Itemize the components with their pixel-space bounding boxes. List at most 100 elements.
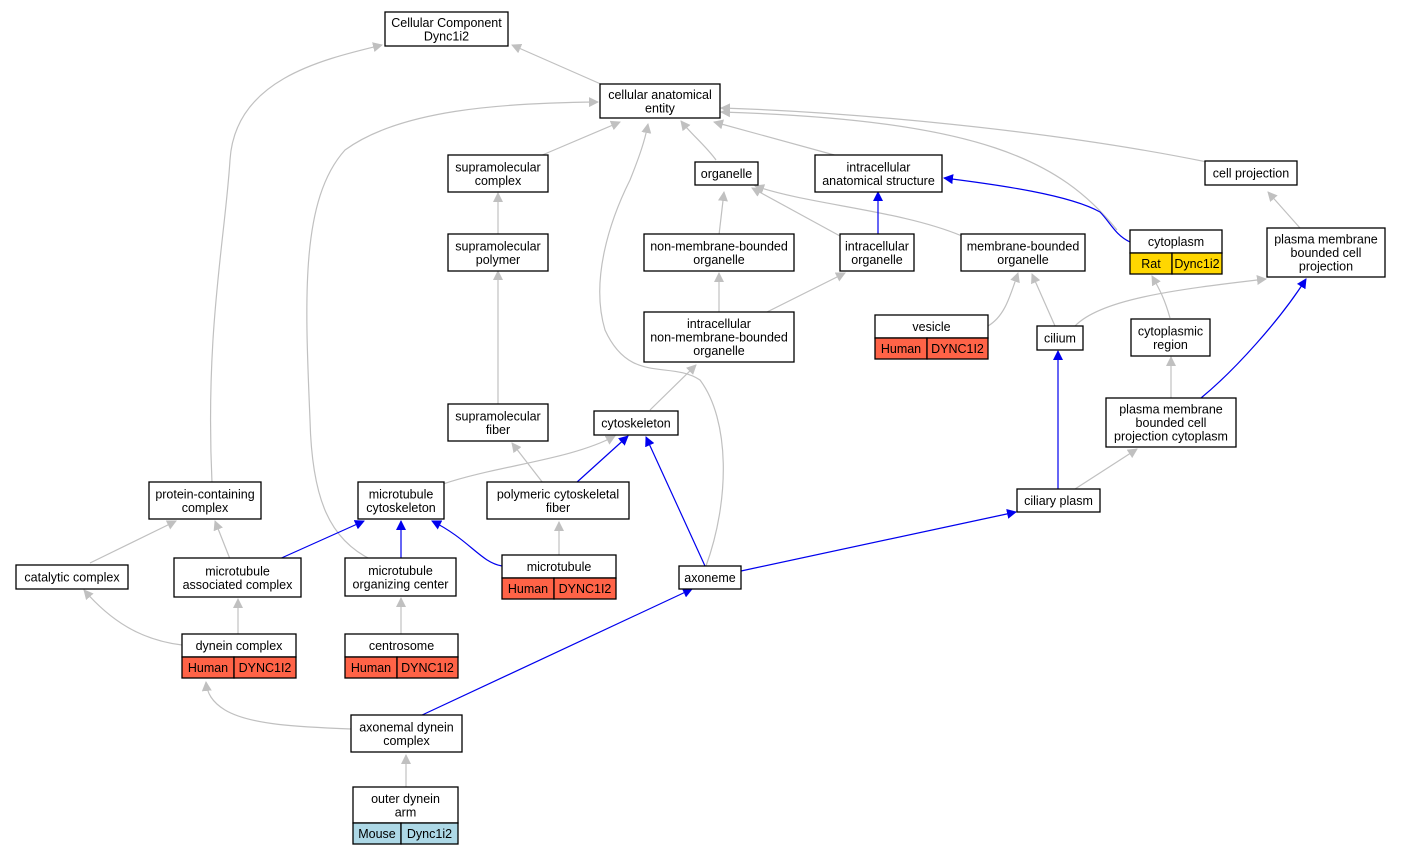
term-label-line: intracellular — [845, 239, 909, 253]
edge-ias-cae — [713, 119, 839, 157]
edge-cae-cc — [511, 44, 604, 86]
edge-mac-mtc — [276, 520, 365, 561]
term-node-inmbo[interactable]: intracellularnon-membrane-boundedorganel… — [643, 311, 795, 363]
term-label-line: intracellular — [687, 317, 751, 331]
edge-org-cae — [680, 120, 717, 161]
term-label-line: organelle — [997, 253, 1048, 267]
edge-layer — [83, 42, 1307, 787]
edge-cpl-pmbcpc — [1074, 448, 1138, 490]
species-label: Human — [881, 342, 921, 356]
term-box — [357, 481, 445, 520]
edge-axo-csk — [645, 436, 706, 567]
term-label-line: ciliary plasm — [1024, 494, 1093, 508]
term-box — [1016, 488, 1101, 513]
edge-mac-pcc — [213, 520, 231, 560]
term-node-org[interactable]: organelle — [694, 161, 759, 186]
edge-smc-cae — [539, 120, 621, 157]
term-label-line: complex — [182, 501, 229, 515]
term-label-line: organizing center — [353, 577, 449, 591]
edge-pcc-cc — [209, 42, 383, 484]
edge-cyt-cae — [720, 107, 1118, 231]
term-node-cpj[interactable]: cell projection — [1204, 160, 1298, 186]
gene-symbol-cell — [553, 577, 617, 600]
term-box — [1204, 160, 1298, 186]
term-label-line: plasma membrane — [1274, 233, 1378, 247]
term-label-line: cell projection — [1213, 167, 1289, 181]
gene-symbol-cell — [400, 822, 459, 845]
term-box — [814, 154, 943, 193]
gene-symbol-cell — [926, 337, 989, 360]
term-box — [1105, 397, 1237, 448]
term-label-line: non-membrane-bounded — [650, 239, 788, 253]
term-node-cil[interactable]: cilium — [1036, 325, 1084, 351]
species-label: Rat — [1141, 257, 1161, 271]
edge-nmbo-org — [717, 191, 728, 236]
term-box — [447, 154, 549, 193]
term-node-axo[interactable]: axoneme — [678, 565, 742, 590]
gene-symbol-label: DYNC1I2 — [931, 342, 984, 356]
term-label-line: cytoskeleton — [601, 417, 671, 431]
term-label-line: cytoskeleton — [366, 501, 436, 515]
edge-axo-cpl — [740, 508, 1017, 572]
edge-pcf-csk — [575, 435, 629, 484]
term-label-line: projection — [1299, 260, 1353, 274]
term-label-line: axonemal dynein — [359, 720, 454, 734]
term-label-line: axoneme — [684, 571, 735, 585]
term-box — [839, 233, 915, 272]
gene-symbol-label: Dync1i2 — [1174, 257, 1219, 271]
term-label-line: microtubule — [527, 560, 592, 574]
term-node-cat[interactable]: catalytic complex — [15, 564, 129, 590]
term-box — [1266, 227, 1386, 278]
term-label-line: protein-containing — [155, 487, 254, 501]
term-label-line: cilium — [1044, 332, 1076, 346]
term-label-line: membrane-bounded — [967, 239, 1080, 253]
term-label-line: bounded cell — [1136, 416, 1207, 430]
term-box — [447, 403, 549, 442]
term-label-line: organelle — [701, 167, 752, 181]
gene-symbol-label: DYNC1I2 — [559, 582, 612, 596]
edge-adc-axo — [419, 588, 693, 717]
term-label-line: complex — [383, 734, 430, 748]
species-label: Mouse — [358, 827, 396, 841]
term-box — [173, 557, 302, 598]
term-box — [486, 481, 630, 520]
term-label-line: microtubule — [369, 487, 434, 501]
term-node-csk[interactable]: cytoskeleton — [593, 410, 679, 436]
term-label-line: cytoplasm — [1148, 235, 1204, 249]
term-label-line: outer dynein — [371, 792, 440, 806]
gene-symbol-label: DYNC1I2 — [239, 661, 292, 675]
term-box — [694, 161, 759, 186]
edge-moc-cae — [306, 97, 599, 561]
term-box — [1036, 325, 1084, 351]
term-label-line: plasma membrane — [1119, 403, 1223, 417]
term-node-cpl[interactable]: ciliary plasm — [1016, 488, 1101, 513]
edge-cytr-cyt — [1151, 275, 1171, 319]
edge-cat-pcc — [89, 520, 177, 564]
term-label-line: Dync1i2 — [424, 29, 469, 43]
